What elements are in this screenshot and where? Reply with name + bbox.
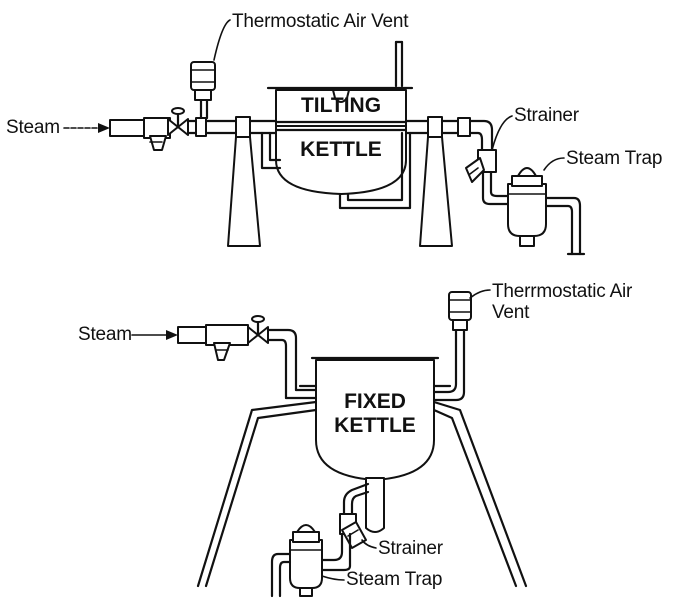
tilting-steam-label: Steam <box>6 117 60 138</box>
tilting-return-pipe <box>468 119 494 152</box>
fixed-right-legs <box>432 400 528 588</box>
tilting-right-coupling <box>404 116 471 138</box>
fixed-steam-label: Steam <box>78 324 132 345</box>
tilting-air-vent-label: Thermostatic Air Vent <box>232 11 409 32</box>
tilting-kettle-label-line1: TILTING <box>301 94 381 117</box>
tilting-strainer-label: Strainer <box>514 105 580 126</box>
tilting-kettle-body <box>266 40 414 195</box>
tilting-inlet-valve <box>167 107 189 136</box>
fixed-kettle-diagram: Steam <box>78 281 633 598</box>
tilting-inlet-pipe <box>109 119 145 137</box>
fixed-air-vent-label-line1: Therrmostatic Air <box>492 281 633 302</box>
tilting-left-coupling <box>235 116 278 138</box>
tilting-air-vent <box>190 61 216 101</box>
fixed-air-vent <box>448 291 472 331</box>
fixed-vent-riser <box>432 328 466 402</box>
fixed-inlet-strainer <box>205 324 249 361</box>
fixed-air-vent-leader <box>469 289 491 299</box>
fixed-kettle-label-line2: KETTLE <box>334 414 416 437</box>
fixed-air-vent-label-line2: Vent <box>492 302 530 323</box>
tilting-trap-pipe <box>481 170 510 206</box>
fixed-inlet-valve <box>247 315 269 344</box>
tilting-supply-pipe <box>186 96 240 137</box>
tilting-trap-label: Steam Trap <box>566 148 662 169</box>
tilting-steam-trap <box>507 167 586 256</box>
fixed-drain-outlet <box>342 477 385 533</box>
tilting-condensate-pipes <box>260 131 412 210</box>
fixed-inlet-pipe <box>177 326 207 344</box>
tilting-air-vent-leader <box>213 19 231 61</box>
fixed-trap-leader <box>321 575 345 581</box>
fixed-trap-pipe <box>320 532 352 572</box>
tilting-kettle-diagram: Steam <box>6 11 662 256</box>
tilting-trap-leader <box>543 157 565 171</box>
tilting-right-stand <box>419 136 453 247</box>
fixed-strainer-leader <box>361 539 377 549</box>
tilting-left-stand <box>227 136 261 247</box>
fixed-strainer-label: Strainer <box>378 538 444 559</box>
fixed-kettle-label-line1: FIXED <box>344 390 406 413</box>
fixed-steam-arrow <box>131 330 178 340</box>
fixed-trap-label: Steam Trap <box>346 569 442 590</box>
fixed-kettle-body <box>298 356 452 481</box>
tilting-strainer-leader <box>491 115 513 151</box>
fixed-return-strainer <box>339 513 367 549</box>
tilting-return-strainer <box>465 149 497 183</box>
tilting-kettle-label-line2: KETTLE <box>300 138 382 161</box>
fixed-steam-trap <box>270 524 323 598</box>
fixed-supply-pipe <box>266 328 318 400</box>
tilting-steam-arrow <box>63 123 110 133</box>
tilting-inlet-strainer <box>143 117 171 151</box>
fixed-left-legs <box>196 400 318 588</box>
